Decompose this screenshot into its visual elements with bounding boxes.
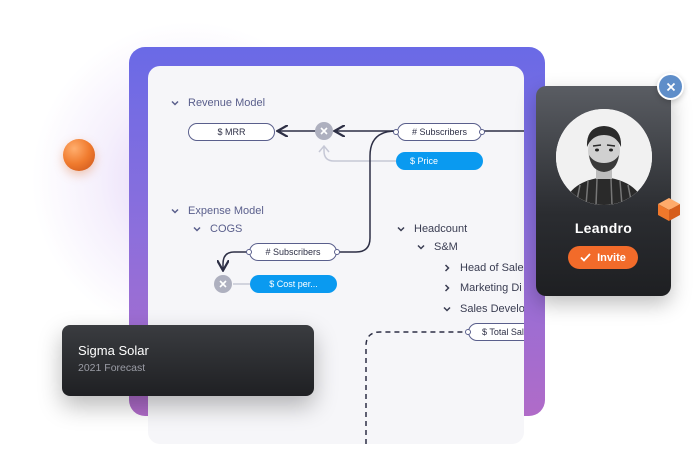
marketing-item[interactable]: Marketing Di [442,282,522,294]
invite-button[interactable]: Invite [568,246,638,269]
connector-lines [148,66,524,444]
close-button[interactable] [657,73,684,100]
cogs-title: COGS [210,223,243,235]
cogs-subscribers-pill[interactable]: # Subscribers [249,243,337,261]
sales-develo-item[interactable]: Sales Develo [442,303,524,315]
multiply-node[interactable] [315,122,333,140]
invite-label: Invite [597,251,626,264]
connector-dot[interactable] [479,129,485,135]
project-title: Sigma Solar [78,343,149,358]
multiply-node[interactable] [214,275,232,293]
close-icon [219,280,227,288]
head-of-sales-item[interactable]: Head of Sales [442,262,524,274]
headcount-header[interactable]: Headcount [396,223,467,235]
project-subtitle: 2021 Forecast [78,362,146,374]
revenue-model-header[interactable]: Revenue Model [170,97,265,109]
chevron-down-icon [442,304,452,314]
subscribers-pill[interactable]: # Subscribers [397,123,482,141]
orange-sphere-decoration [63,139,95,171]
mrr-pill[interactable]: $ MRR [188,123,275,141]
avatar-photo [556,109,652,205]
sm-title: S&M [434,241,458,253]
connector-dot[interactable] [246,249,252,255]
project-card[interactable]: Sigma Solar 2021 Forecast [62,325,314,396]
chevron-down-icon [170,98,180,108]
orange-cube-decoration [658,198,680,221]
chevron-down-icon [416,242,426,252]
marketing-label: Marketing Di [460,282,522,294]
close-icon [666,82,675,91]
avatar [556,109,652,205]
connector-dot[interactable] [334,249,340,255]
close-icon [320,127,328,135]
sm-header[interactable]: S&M [416,241,458,253]
revenue-model-title: Revenue Model [188,97,266,109]
total-sala-pill[interactable]: $ Total Sala [468,323,524,341]
profile-name: Leandro [574,220,633,236]
expense-model-header[interactable]: Expense Model [170,205,264,217]
chevron-right-icon [442,283,452,293]
cost-per-pill[interactable]: $ Cost per... [250,275,337,293]
connector-dot[interactable] [465,329,471,335]
expense-model-title: Expense Model [188,205,264,217]
cogs-header[interactable]: COGS [192,223,242,235]
head-of-sales-label: Head of Sales [460,262,524,274]
chevron-right-icon [442,263,452,273]
sales-develo-label: Sales Develo [460,303,524,315]
chevron-down-icon [170,206,180,216]
profile-card: Leandro Invite [536,86,671,296]
connector-dot[interactable] [393,129,399,135]
chevron-down-icon [396,224,406,234]
headcount-title: Headcount [414,223,468,235]
chevron-down-icon [192,224,202,234]
check-icon [580,253,591,262]
price-pill[interactable]: $ Price [396,152,483,170]
